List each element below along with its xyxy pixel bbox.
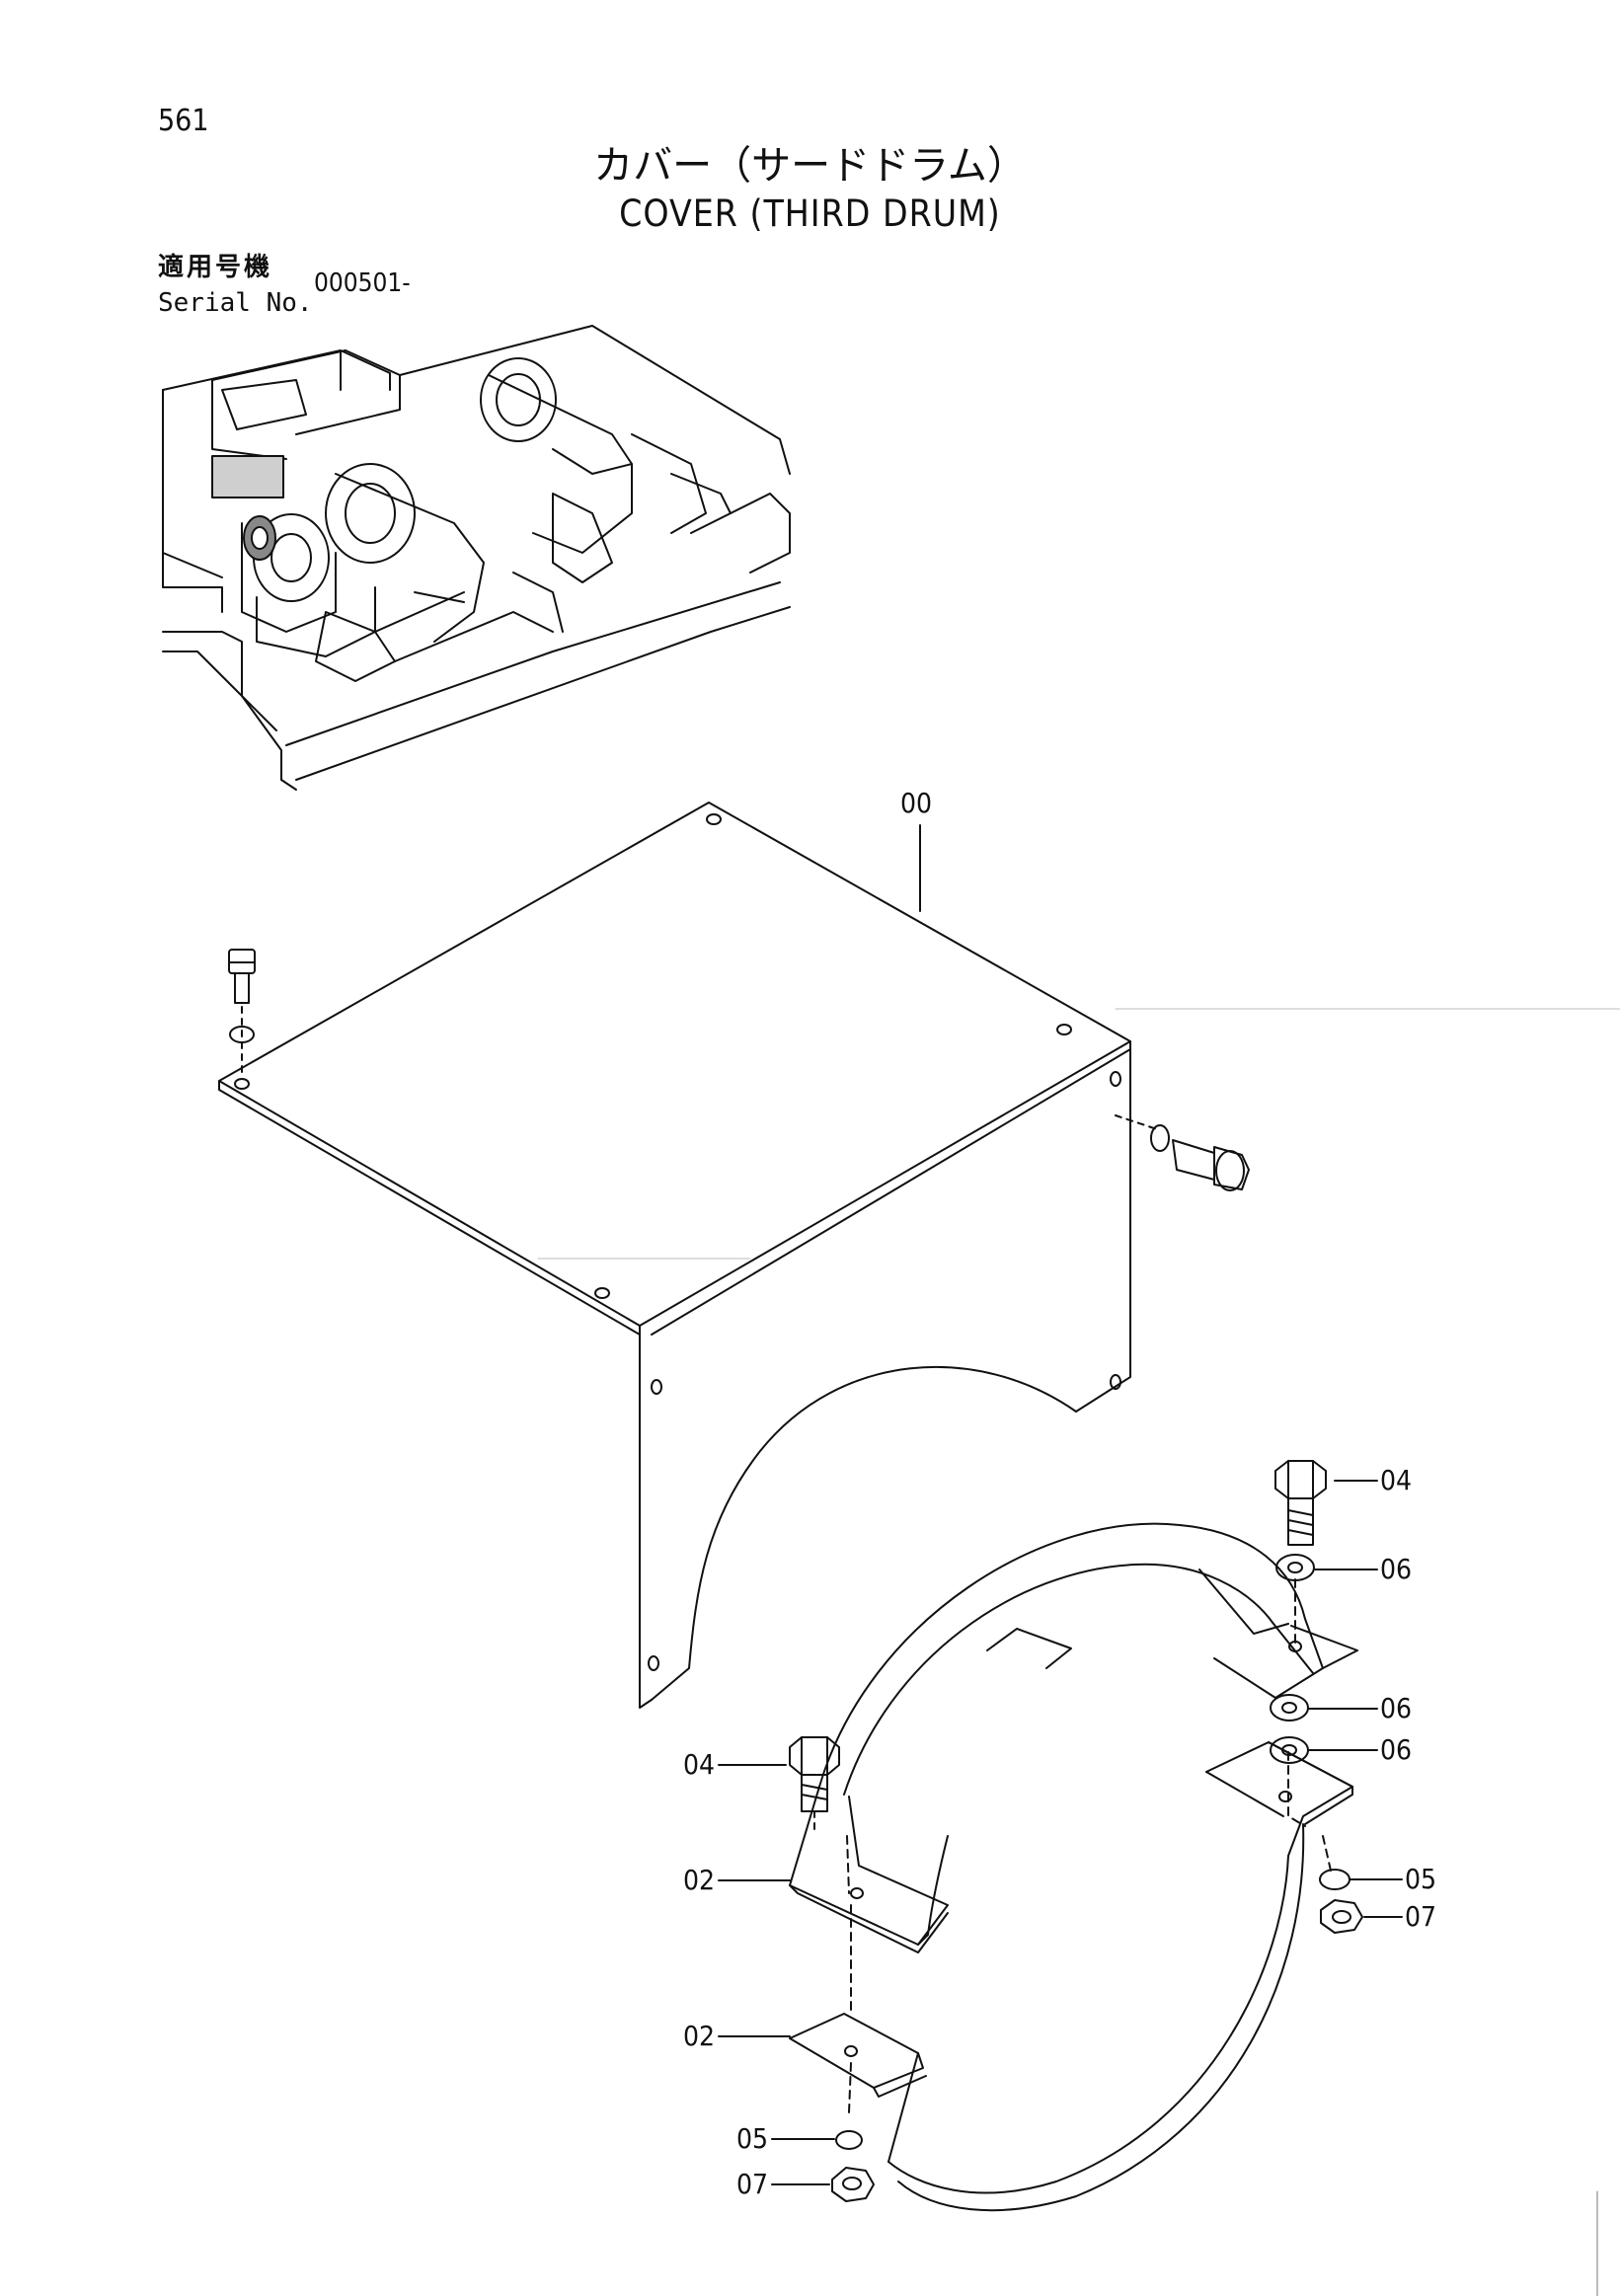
serial-label-japanese: 適用号機 — [158, 253, 273, 282]
page-number: 561 — [158, 104, 209, 138]
serial-number-value: 000501- — [314, 268, 411, 298]
callout-07-left: 07 — [736, 2168, 769, 2200]
location-overview-drawing — [163, 326, 790, 790]
cover-main-part — [219, 803, 1130, 1708]
spring-washer-lower-left — [836, 2131, 862, 2149]
callout-04-lower: 04 — [683, 1748, 716, 1781]
callout-06-a: 06 — [1380, 1553, 1413, 1585]
callout-00: 00 — [900, 787, 933, 819]
hex-bolt-lower-left — [790, 1737, 839, 1831]
callout-07-right: 07 — [1405, 1900, 1437, 1933]
callout-05-left: 05 — [736, 2122, 769, 2155]
hex-nut-lower-left — [832, 2168, 874, 2201]
spring-washer-right — [1320, 1870, 1350, 1889]
callout-06-c: 06 — [1380, 1733, 1413, 1766]
hex-bolt-right-side — [1116, 1115, 1249, 1190]
hex-nut-right — [1321, 1900, 1362, 1933]
callout-02-lower: 02 — [683, 2020, 716, 2052]
page-title-japanese: カバー（サードドラム） — [593, 143, 1027, 189]
band-clamp-upper — [790, 1524, 1357, 1952]
hex-bolt-upper-right — [1275, 1461, 1326, 1545]
cap-screw-upper-left — [229, 950, 255, 1076]
callout-05-right: 05 — [1405, 1863, 1437, 1895]
washer-middle-06 — [1271, 1695, 1308, 1721]
page-title-english: COVER (THIRD DRUM) — [619, 192, 1001, 235]
callout-04-upper: 04 — [1380, 1464, 1413, 1496]
callout-02-upper: 02 — [683, 1864, 716, 1896]
band-clamp-lower — [790, 1742, 1352, 2210]
serial-label-english: Serial No. — [158, 288, 313, 318]
washer-upper-06 — [1276, 1555, 1314, 1580]
callout-06-b: 06 — [1380, 1692, 1413, 1724]
